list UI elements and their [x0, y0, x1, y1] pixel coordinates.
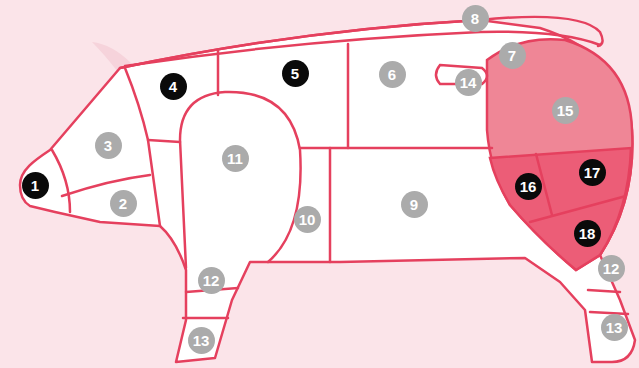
callout-number: 17	[579, 159, 606, 186]
callout-number: 12	[198, 267, 225, 294]
callout-number: 16	[515, 173, 542, 200]
lower-ham-region	[490, 148, 631, 270]
callout-number: 13	[188, 327, 215, 354]
callout-number: 11	[222, 145, 249, 172]
callout-number: 6	[379, 61, 406, 88]
callout-number: 15	[552, 97, 579, 124]
pig-body	[20, 20, 635, 362]
callout-number: 3	[95, 132, 122, 159]
callout-number: 14	[455, 69, 482, 96]
callout-number: 2	[110, 190, 137, 217]
ham-region	[487, 39, 632, 270]
callout-number: 8	[462, 5, 489, 32]
callout-number: 10	[294, 206, 321, 233]
callout-number: 1	[22, 172, 49, 199]
callout-number: 9	[401, 191, 428, 218]
callout-number: 5	[282, 60, 309, 87]
callout-number: 12	[598, 255, 625, 282]
callout-number: 4	[160, 73, 187, 100]
callout-number: 18	[574, 220, 601, 247]
cut-lines	[52, 17, 628, 318]
callout-number: 7	[499, 42, 526, 69]
callout-number: 13	[601, 314, 628, 341]
